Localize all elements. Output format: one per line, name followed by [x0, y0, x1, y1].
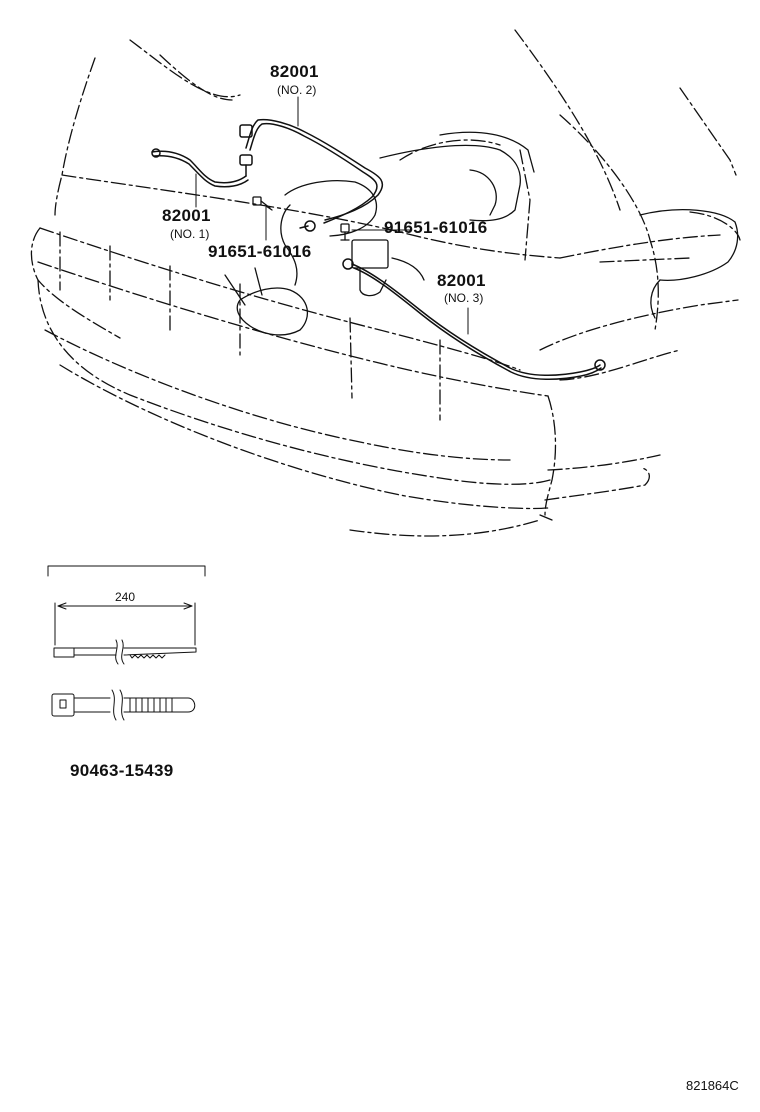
callout-82001-no2-part: 82001 [270, 62, 319, 81]
callout-82001-no1-note: (NO. 1) [170, 227, 210, 241]
callout-91651-61016-right: 91651-61016 [384, 218, 488, 237]
callout-91651-61016-left: 91651-61016 [208, 242, 312, 261]
vehicle-body-outline [30, 29, 741, 537]
callout-82001-no3-note: (NO. 3) [444, 291, 484, 305]
wire-harness-no2 [239, 118, 384, 232]
clamp-right-icon [340, 223, 350, 241]
callout-82001-no3-part: 82001 [437, 271, 486, 290]
clamp-left-icon [252, 196, 273, 211]
cable-tie-length-label: 240 [115, 590, 136, 604]
callout-82001-no2-note: (NO. 2) [277, 83, 317, 97]
cable-tie-part-number: 90463-15439 [70, 761, 174, 780]
wire-harness-no1 [151, 148, 253, 188]
engine-bay-components [224, 131, 739, 336]
cable-tie-detail [47, 565, 206, 721]
leader-lines [195, 96, 469, 335]
callout-82001-no1-part: 82001 [162, 206, 211, 225]
wire-harness-no3 [342, 258, 606, 381]
illustration-id: 821864C [686, 1078, 739, 1093]
